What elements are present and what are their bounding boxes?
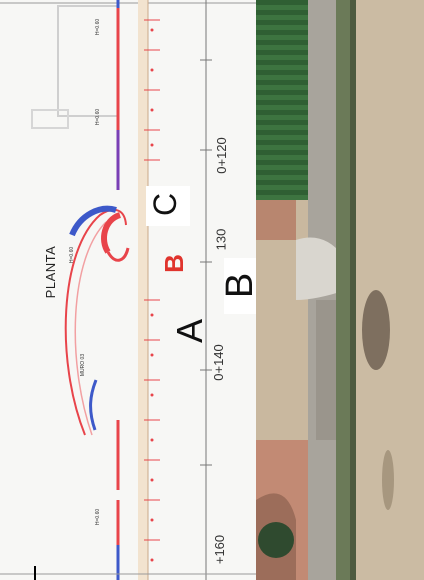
station-label-140: 0+140 — [210, 344, 226, 381]
station-label-130: 130 — [213, 228, 229, 251]
aerial-photo-panel — [256, 0, 424, 580]
station-label-120: 0+120 — [213, 137, 229, 174]
view-title: PLANTA — [43, 245, 58, 299]
section-label-a: A — [169, 318, 211, 344]
wall-height-note: H=0.60 — [69, 246, 76, 264]
section-label-b-red: B — [158, 254, 189, 273]
plan-drawing — [0, 0, 256, 580]
station-label-160: +160 — [212, 534, 228, 565]
aerial-photo — [256, 0, 424, 580]
wall-height-note: H=0.60 — [95, 508, 102, 526]
section-label-c: C — [146, 186, 190, 226]
wall-name-note: MURO 03 — [80, 353, 87, 377]
section-label-c-text: C — [147, 192, 184, 217]
bottom-tick-mark — [34, 566, 36, 580]
plan-drawing-panel: PLANTA H=0.60 MURO 03 H=0.60 H=0.60 H=0.… — [0, 0, 256, 580]
wall-height-note: H=0.60 — [95, 108, 102, 126]
wall-height-note: H=0.60 — [95, 18, 102, 36]
